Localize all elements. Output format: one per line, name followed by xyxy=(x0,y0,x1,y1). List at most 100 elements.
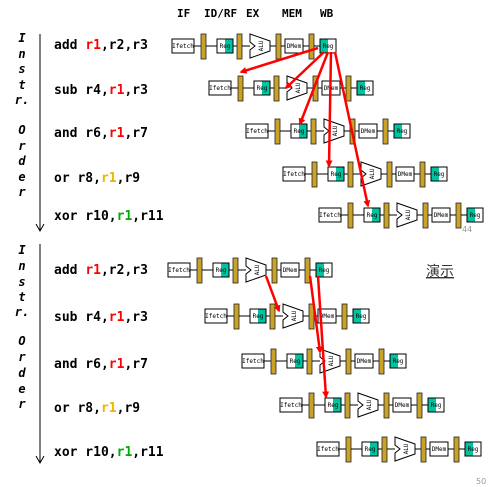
pipeline-latch xyxy=(345,75,352,102)
stage-label-2: EX xyxy=(246,7,260,20)
reg-read-box-label: Reg xyxy=(365,446,376,453)
demo-label[interactable]: 演示 xyxy=(426,264,454,280)
reg-read-box-label: Reg xyxy=(290,358,301,365)
pipeline-latch xyxy=(200,33,207,60)
pipeline-latch xyxy=(347,161,354,188)
order-axis-letter: d xyxy=(18,366,26,380)
order-axis-letter: n xyxy=(18,259,25,273)
alu-label: ALU xyxy=(258,40,265,51)
dmem-box-label: DMem xyxy=(287,43,302,50)
order-axis-letter: e xyxy=(18,170,25,184)
pipeline-latch xyxy=(274,118,281,145)
register-r1: r1 xyxy=(109,83,125,98)
pipeline-latch xyxy=(308,33,315,60)
reg-read-box-label: Reg xyxy=(367,212,378,219)
reg-write-box-label: Reg xyxy=(360,85,371,92)
stage-label-3: MEM xyxy=(282,7,302,20)
alu xyxy=(282,303,304,329)
order-axis-letter: e xyxy=(18,382,25,396)
reg-write-box-label: Reg xyxy=(470,212,481,219)
ifetch-box-label: Ifetch xyxy=(280,402,302,409)
pipeline-latch xyxy=(382,118,389,145)
pipeline-latch xyxy=(378,348,385,375)
dmem-box-label: DMem xyxy=(320,313,335,320)
instruction-text: xor r10,r1,r11 xyxy=(54,445,164,460)
instruction-text: add r1,r2,r3 xyxy=(54,263,148,278)
page-number-top: 44 xyxy=(462,225,472,234)
reg-write-box-label: Reg xyxy=(434,171,445,178)
reg-read-box-label: Reg xyxy=(253,313,264,320)
alu-label: ALU xyxy=(403,443,410,454)
reg-read-box-read-half xyxy=(221,263,229,277)
ifetch-box-label: Ifetch xyxy=(168,267,190,274)
instruction-fragment: sub r4, xyxy=(54,83,109,98)
stage-label-0: IF xyxy=(177,7,190,20)
reg-write-box-outline xyxy=(352,308,370,324)
alu-label: ALU xyxy=(295,82,302,93)
instruction-fragment: sub r4, xyxy=(54,310,109,325)
alu-label: ALU xyxy=(254,264,261,275)
order-axis-letter: I xyxy=(18,31,26,45)
dmem-box-label: DMem xyxy=(357,358,372,365)
pipeline-latch xyxy=(345,436,352,463)
forwarding-arrow xyxy=(264,275,281,313)
pipeline-latch xyxy=(347,202,354,229)
instruction-fragment: ,r2,r3 xyxy=(101,38,148,53)
reg-read-box-read-half xyxy=(333,398,341,412)
instruction-fragment: ,r11 xyxy=(132,209,163,224)
instruction-text: xor r10,r1,r11 xyxy=(54,209,164,224)
reg-write-box-label: Reg xyxy=(356,313,367,320)
reg-write-box-outline xyxy=(315,262,333,278)
pipeline-latch xyxy=(310,118,317,145)
reg-read-box-label: Reg xyxy=(220,43,231,50)
order-axis-letter: r xyxy=(18,185,26,199)
order-axis-letter: t xyxy=(18,290,25,304)
reg-write-box-write-half xyxy=(390,354,398,368)
stage-label-4: WB xyxy=(320,7,334,20)
reg-read-box-label: Reg xyxy=(328,402,339,409)
pipeline-latch xyxy=(232,257,239,284)
order-axis-letter: r xyxy=(18,350,26,364)
forwarding-arrow xyxy=(308,275,323,354)
register-r1: r1 xyxy=(109,126,125,141)
alu xyxy=(245,257,267,283)
reg-write-box-write-half xyxy=(316,263,324,277)
alu xyxy=(249,33,271,59)
reg-write-box-label: Reg xyxy=(431,402,442,409)
instruction-fragment: and r6, xyxy=(54,357,109,372)
reg-write-box-write-half xyxy=(357,81,365,95)
reg-write-box-write-half xyxy=(431,167,439,181)
instruction-text: or r8,r1,r9 xyxy=(54,401,140,416)
register-r1: r1 xyxy=(109,357,125,372)
pipeline-latch xyxy=(381,436,388,463)
reg-write-box-outline xyxy=(430,166,448,182)
reg-write-box-label: Reg xyxy=(468,446,479,453)
forwarding-arrow xyxy=(298,51,330,126)
reg-write-box-label: Reg xyxy=(319,267,330,274)
instruction-text: add r1,r2,r3 xyxy=(54,38,148,53)
forwarding-arrow xyxy=(316,275,330,399)
reg-read-box-read-half xyxy=(295,354,303,368)
instruction-fragment: and r6, xyxy=(54,126,109,141)
pipeline-latch xyxy=(455,202,462,229)
reg-write-box-outline xyxy=(389,353,407,369)
reg-read-box-read-half xyxy=(370,442,378,456)
pipeline-latch xyxy=(453,436,460,463)
order-axis-letter: r. xyxy=(15,305,29,319)
pipeline-latch xyxy=(386,161,393,188)
alu-label: ALU xyxy=(369,168,376,179)
instruction-fragment: or r8, xyxy=(54,401,101,416)
reg-write-box-write-half xyxy=(394,124,402,138)
reg-read-box-read-half xyxy=(372,208,380,222)
order-axis-arrowhead xyxy=(35,223,45,233)
